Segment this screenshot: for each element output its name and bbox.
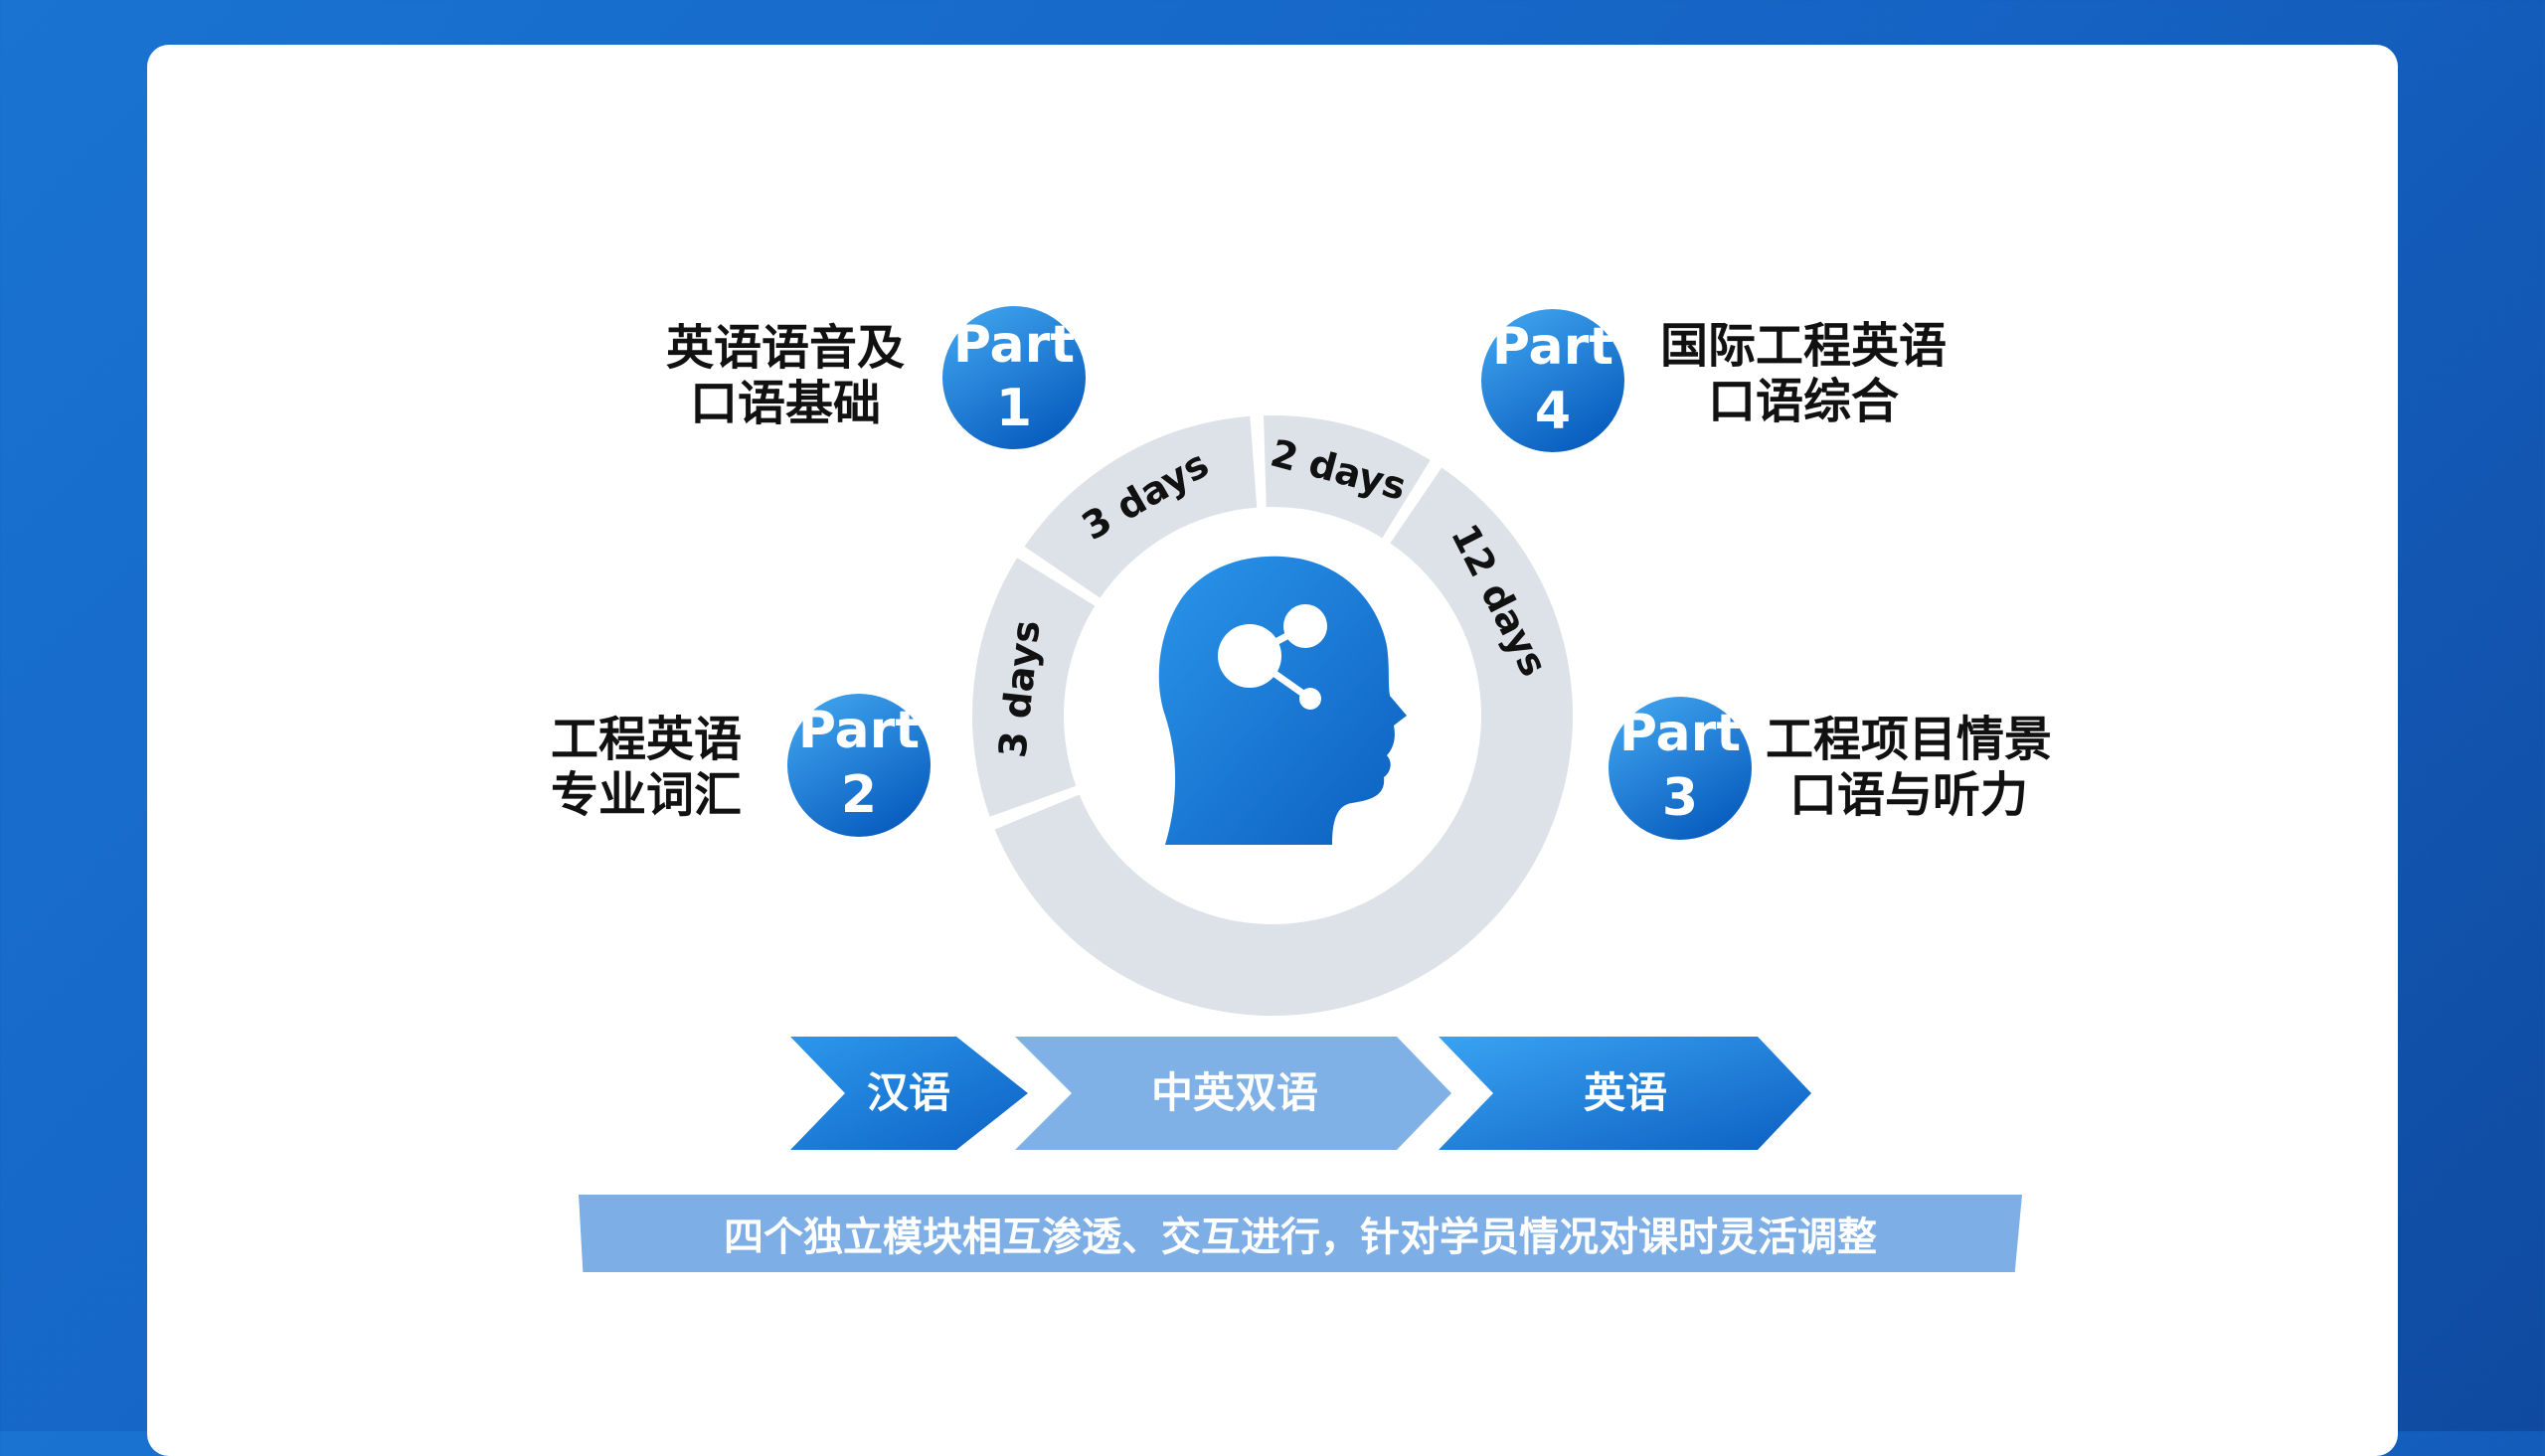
part-4-badge: Part 4 [1481,309,1624,452]
part-2-label: 工程英语 专业词汇 [537,712,756,823]
part-1-label-line-1: 英语语音及 [665,320,905,376]
svg-text:Part: Part [1492,317,1613,377]
svg-text:Part: Part [953,315,1075,375]
svg-text:中英双语: 中英双语 [1151,1068,1318,1117]
part-2-label-line-1: 工程英语 [550,712,742,767]
flow-step-english: 英语 [1439,1037,1811,1150]
part-3-badge: Part 3 [1609,697,1752,840]
ring-segment [972,558,1096,817]
part-3-label: 工程项目情景 口语与听力 [1760,712,2058,823]
part-4-label-line-2: 口语综合 [1707,374,1899,429]
ring-segment [1264,415,1431,539]
svg-text:Part: Part [798,701,920,760]
part-4-label: 国际工程英语 口语综合 [1654,318,1952,429]
language-flow: 汉语 中英双语 英语 [790,1037,1811,1150]
caption-bar: 四个独立模块相互渗透、交互进行，针对学员情况对课时灵活调整 [579,1195,2022,1272]
part-3-label-line-2: 口语与听力 [1788,767,2028,823]
part-1-badge: Part 1 [942,306,1086,449]
part-3-label-line-1: 工程项目情景 [1765,712,2052,767]
caption-text: 四个独立模块相互渗透、交互进行，针对学员情况对课时灵活调整 [724,1214,1877,1260]
ring-segment [994,467,1573,1017]
svg-text:4: 4 [1535,382,1571,441]
part-1-label: 英语语音及 口语基础 [656,320,915,431]
part-2-badge: Part 2 [787,694,931,837]
svg-text:汉语: 汉语 [867,1068,950,1117]
svg-text:3: 3 [1662,768,1698,828]
flow-step-chinese: 汉语 [790,1037,1028,1150]
svg-text:1: 1 [996,379,1032,438]
head-network-icon [1158,556,1407,845]
svg-text:英语: 英语 [1584,1068,1667,1117]
part-4-label-line-1: 国际工程英语 [1659,318,1947,374]
flow-step-bilingual: 中英双语 [1015,1037,1451,1150]
part-1-label-line-2: 口语基础 [689,376,881,431]
ring-segment [1024,415,1258,598]
svg-text:2: 2 [841,765,877,825]
svg-text:Part: Part [1619,704,1741,763]
part-2-label-line-2: 专业词汇 [550,767,742,823]
